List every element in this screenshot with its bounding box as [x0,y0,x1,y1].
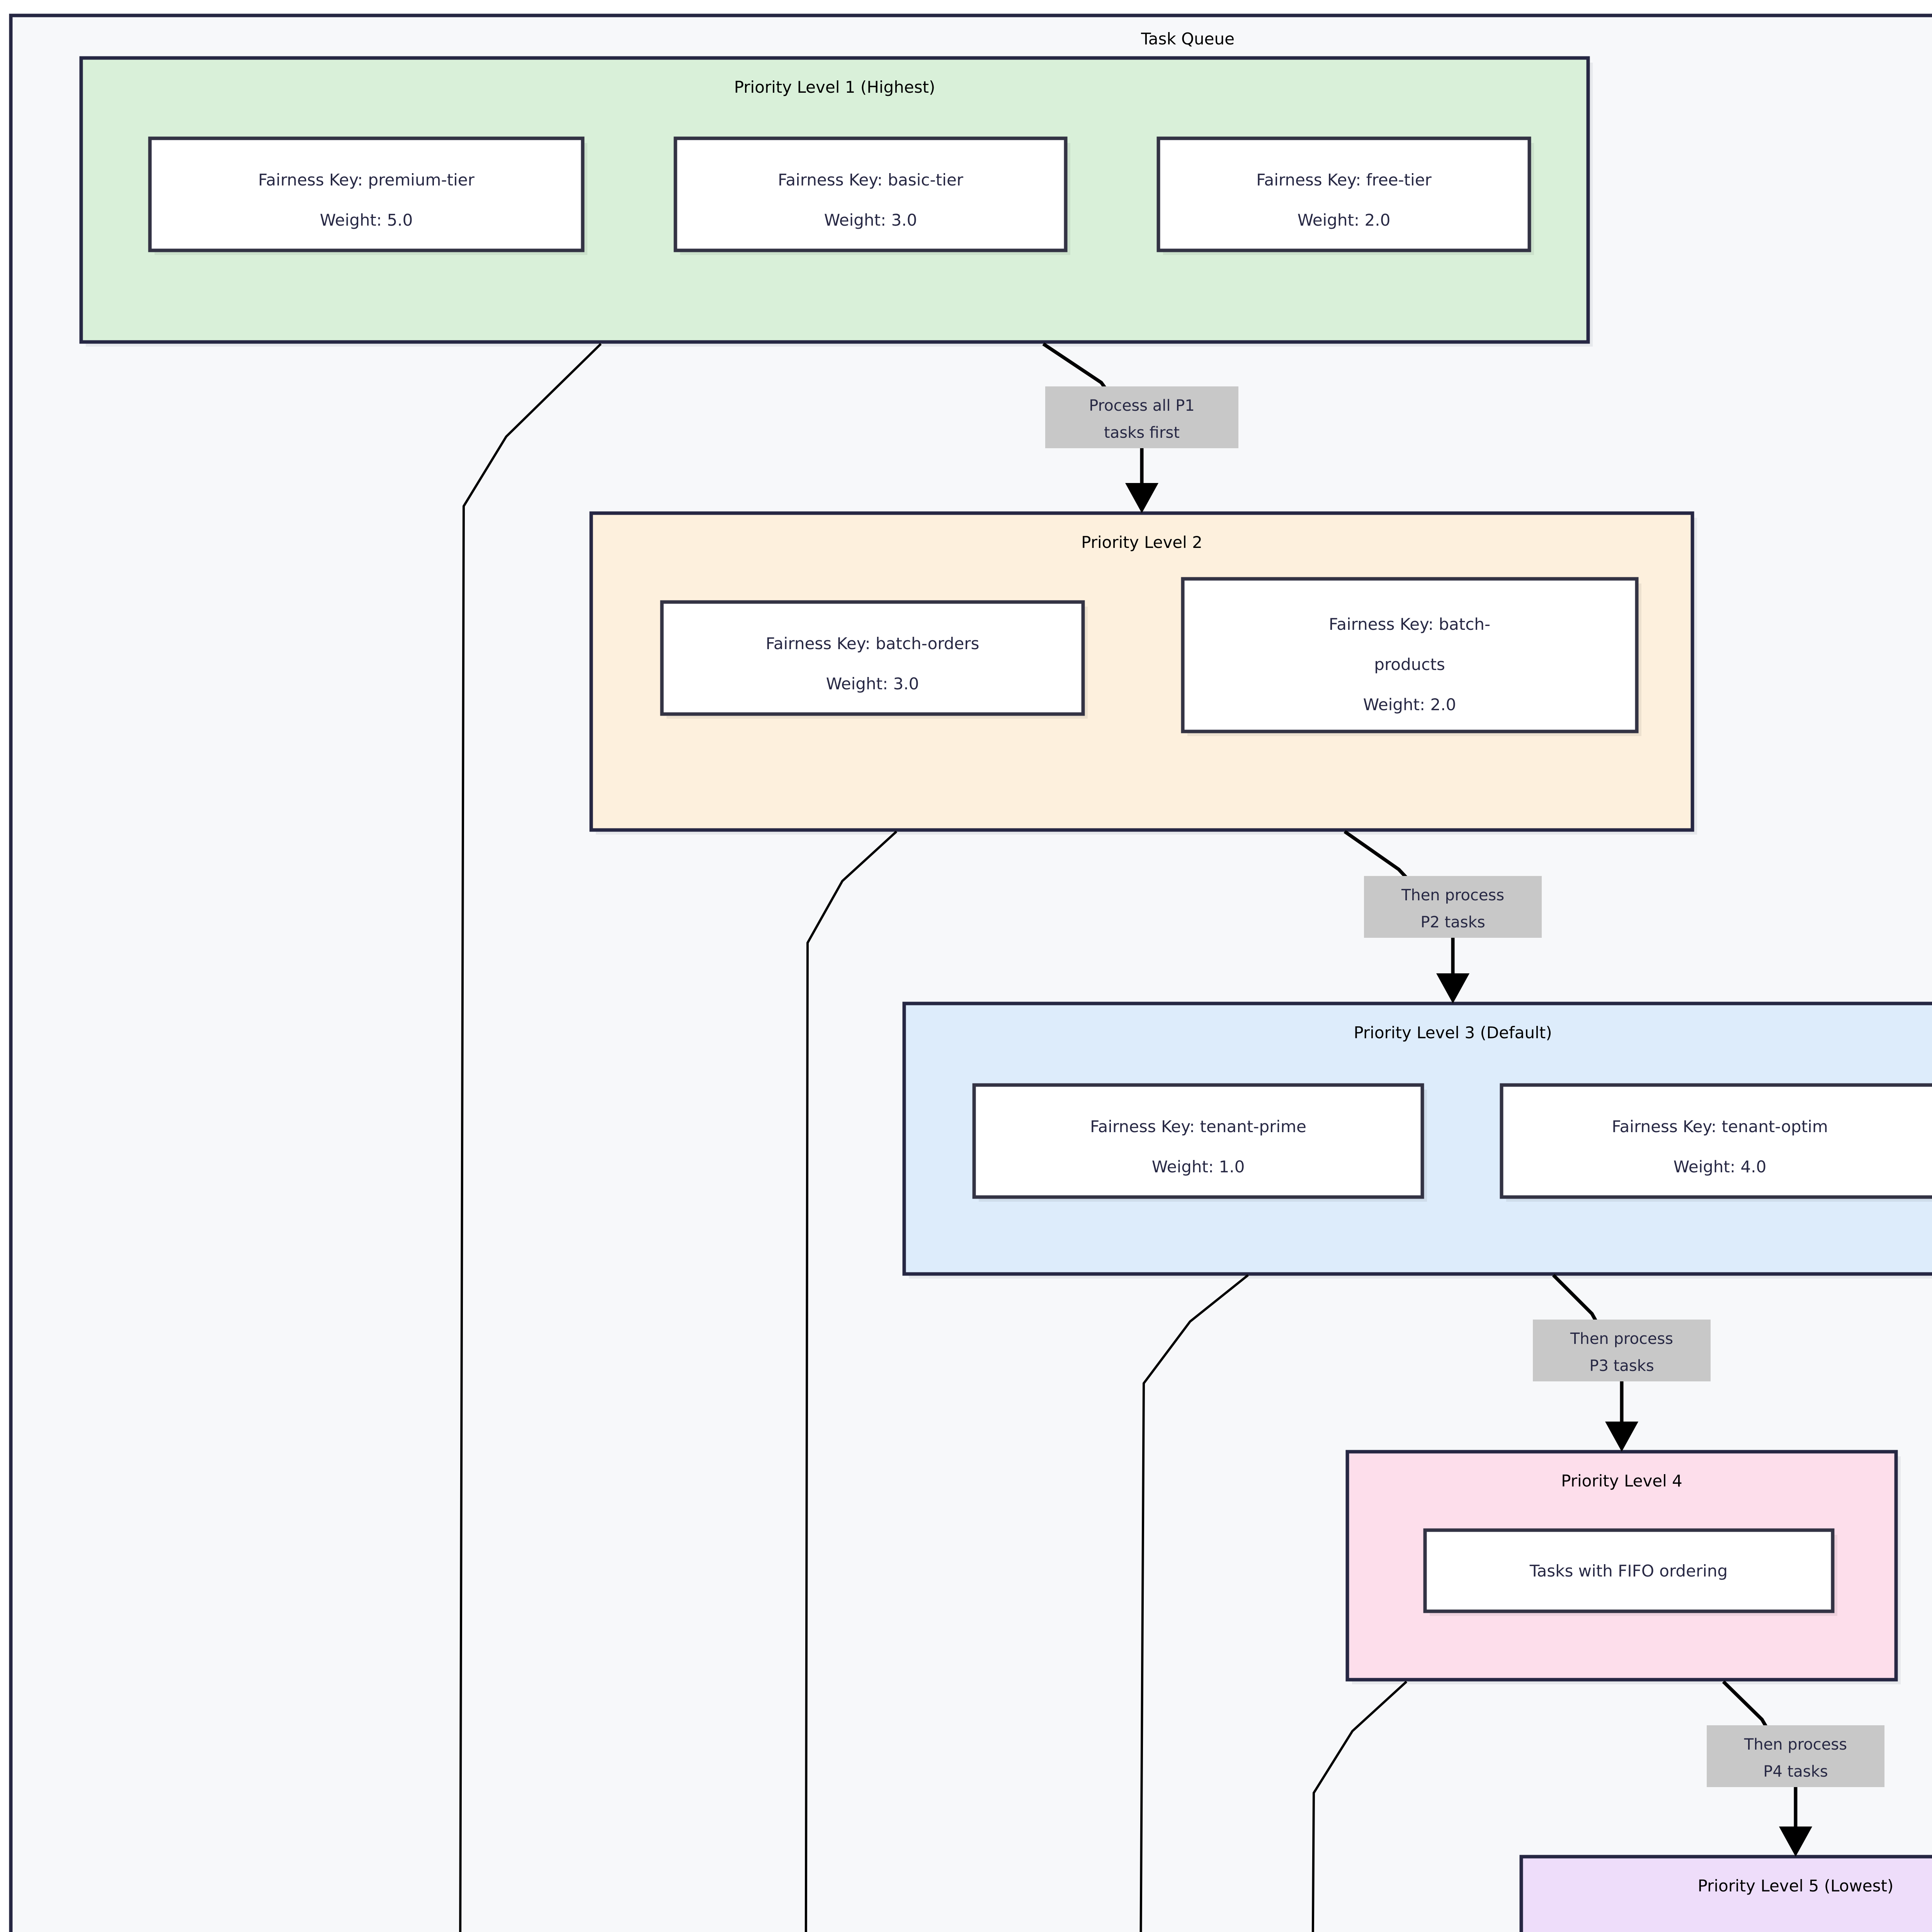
subgraph-p5-border [1519,1855,1932,1932]
edge-label-line-1: Process all P1 [1089,397,1194,415]
card-line-2: Weight: 1.0 [1152,1157,1245,1176]
arrowhead [1436,973,1469,1003]
card-line-2: Weight: 4.0 [1673,1157,1767,1176]
card-line-1: Fairness Key: premium-tier [258,170,474,189]
edge-p1-to-workers [459,343,602,1932]
card-line-1: Fairness Key: tenant-prime [1090,1117,1306,1136]
edge-p2-to-workers [804,830,898,1932]
edge-label-bg [1045,386,1238,448]
fairness-key-card-batch-orders[interactable]: Fairness Key: batch-orders Weight: 3.0 [660,600,1088,719]
arrowhead [1779,1827,1812,1857]
subgraph-p5-title: Priority Level 5 (Lowest) [1698,1876,1894,1895]
edge-label-process-all-p1: Process all P1 tasks first [1045,386,1238,448]
subgraph-priority-level-1: Priority Level 1 (Highest) Fairness Key:… [79,56,1593,347]
card-line-2: Weight: 2.0 [1298,211,1391,230]
fairness-key-card-basic-tier[interactable]: Fairness Key: basic-tier Weight: 3.0 [673,136,1070,255]
card-line-2: Weight: 2.0 [1363,695,1456,714]
card-line-2: Weight: 3.0 [824,211,917,230]
arrowhead [1125,483,1158,513]
container-title: Task Queue [1141,29,1235,48]
edge-label-line-2: P4 tasks [1763,1763,1828,1781]
edge-label-bg [1707,1725,1884,1787]
subgraph-priority-level-5: Priority Level 5 (Lowest) Tasks with FIF… [1519,1855,1932,1932]
edge-p4-to-workers [1311,1680,1408,1932]
fairness-key-card-tenant-optim[interactable]: Fairness Key: tenant-optim Weight: 4.0 [1500,1083,1932,1202]
card-border [1423,1528,1835,1613]
edge-label-then-process-p2: Then process P2 tasks [1364,876,1542,938]
subgraph-priority-level-2: Priority Level 2 Fairness Key: batch-ord… [589,511,1697,835]
edge-label-line-1: Then process [1401,886,1504,904]
card-line-2: Weight: 5.0 [320,211,413,230]
edge-label-bg [1364,876,1542,938]
subgraph-p1-title: Priority Level 1 (Highest) [734,78,935,97]
fifo-card-p4[interactable]: Tasks with FIFO ordering [1423,1528,1837,1616]
card-line-1: Fairness Key: tenant-optim [1612,1117,1828,1136]
arrowhead [1605,1422,1638,1452]
card-border [1500,1083,1932,1199]
card-line-1: Fairness Key: basic-tier [778,170,964,189]
fairness-key-card-premium-tier[interactable]: Fairness Key: premium-tier Weight: 5.0 [148,136,587,255]
subgraph-priority-level-4: Priority Level 4 Tasks with FIFO orderin… [1345,1450,1901,1684]
card-line-1: Tasks with FIFO ordering [1529,1561,1728,1580]
card-line-1: Fairness Key: batch- [1329,615,1490,634]
edge-label-line-2: P3 tasks [1589,1357,1654,1375]
subgraph-priority-level-3: Priority Level 3 (Default) Fairness Key:… [902,1002,1932,1279]
fairness-key-card-free-tier[interactable]: Fairness Key: free-tier Weight: 2.0 [1156,136,1534,255]
edge-label-line-2: P2 tasks [1420,913,1485,931]
subgraph-p4-title: Priority Level 4 [1561,1471,1682,1490]
subgraph-p3-title: Priority Level 3 (Default) [1354,1023,1552,1042]
card-border [673,136,1068,252]
edge-label-line-1: Then process [1570,1330,1673,1348]
edge-label-line-1: Then process [1744,1736,1847,1753]
card-border [972,1083,1424,1199]
card-line-1: Fairness Key: batch-orders [766,634,980,653]
edge-label-then-process-p3: Then process P3 tasks [1533,1320,1711,1381]
edge-label-line-2: tasks first [1104,424,1180,442]
edge-p3-to-workers [1139,1274,1249,1932]
card-border [1156,136,1531,252]
edge-label-then-process-p4: Then process P4 tasks [1707,1725,1884,1787]
fairness-key-card-tenant-prime[interactable]: Fairness Key: tenant-prime Weight: 1.0 [972,1083,1427,1202]
card-border [1181,577,1639,733]
card-line-1: Fairness Key: free-tier [1256,170,1432,189]
card-line-2: Weight: 3.0 [826,674,919,693]
card-border [660,600,1085,716]
card-line-1b: products [1374,655,1445,674]
fairness-key-card-batch-products[interactable]: Fairness Key: batch- products Weight: 2.… [1181,577,1641,736]
card-border [148,136,585,252]
edge-label-bg [1533,1320,1711,1381]
subgraph-p2-title: Priority Level 2 [1081,533,1202,552]
